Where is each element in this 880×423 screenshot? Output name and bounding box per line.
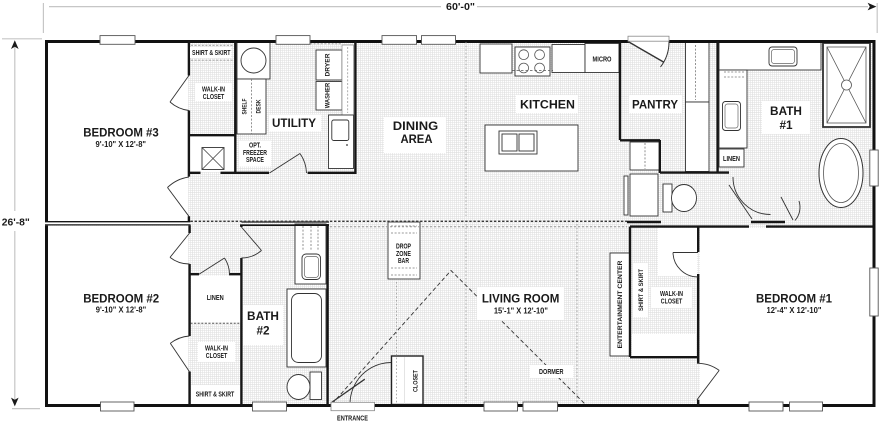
svg-text:SHIRT & SKIRT: SHIRT & SKIRT: [192, 50, 231, 57]
svg-text:BEDROOM #3: BEDROOM #3: [83, 125, 159, 139]
svg-text:DINING: DINING: [393, 119, 438, 133]
svg-text:DRYER: DRYER: [325, 53, 332, 76]
svg-text:WASHER: WASHER: [325, 82, 332, 108]
svg-text:SHIRT & SKIRT: SHIRT & SKIRT: [638, 269, 645, 311]
svg-text:60'-0": 60'-0": [446, 2, 475, 13]
svg-text:LINEN: LINEN: [207, 295, 224, 302]
svg-text:CLOSET: CLOSET: [203, 94, 225, 101]
svg-text:CLOSET: CLOSET: [206, 353, 228, 360]
svg-text:FREEZER: FREEZER: [243, 150, 267, 157]
svg-text:WALK-IN: WALK-IN: [205, 346, 228, 353]
svg-text:9'-10" X 12'-8": 9'-10" X 12'-8": [96, 139, 147, 149]
svg-text:26'-8": 26'-8": [2, 218, 30, 229]
svg-text:DESK: DESK: [256, 99, 263, 113]
svg-text:BAR: BAR: [398, 258, 409, 265]
svg-text:OPT.: OPT.: [249, 143, 261, 150]
svg-text:DORMER: DORMER: [539, 369, 564, 376]
svg-text:SHIRT & SKIRT: SHIRT & SKIRT: [196, 392, 235, 399]
svg-text:WALK-IN: WALK-IN: [660, 291, 683, 298]
svg-text:BEDROOM #2: BEDROOM #2: [83, 291, 159, 305]
svg-text:ZONE: ZONE: [396, 251, 411, 258]
svg-text:BATH: BATH: [770, 104, 802, 118]
svg-text:SHELF: SHELF: [242, 98, 249, 114]
svg-text:KITCHEN: KITCHEN: [520, 98, 575, 112]
svg-text:12'-4" X 12'-10": 12'-4" X 12'-10": [767, 305, 822, 315]
svg-text:ENTRANCE: ENTRANCE: [337, 415, 368, 422]
svg-text:BATH: BATH: [247, 309, 279, 323]
svg-text:CLOSET: CLOSET: [661, 298, 683, 305]
svg-text:CLOSET: CLOSET: [413, 370, 420, 392]
svg-text:9'-10" X 12'-8": 9'-10" X 12'-8": [96, 305, 147, 315]
svg-text:LINEN: LINEN: [723, 156, 740, 163]
svg-text:15'-1" X 12'-10": 15'-1" X 12'-10": [494, 306, 548, 316]
svg-text:#1: #1: [779, 118, 793, 132]
svg-text:UTILITY: UTILITY: [272, 118, 316, 130]
svg-text:DROP: DROP: [396, 244, 411, 251]
svg-text:ENTERTAINMENT CENTER: ENTERTAINMENT CENTER: [617, 260, 624, 348]
svg-text:SPACE: SPACE: [246, 157, 264, 164]
svg-text:LIVING ROOM: LIVING ROOM: [482, 291, 560, 305]
svg-text:#2: #2: [256, 324, 270, 338]
svg-text:WALK-IN: WALK-IN: [202, 87, 225, 94]
svg-text:PANTRY: PANTRY: [632, 98, 678, 112]
svg-text:MICRO: MICRO: [593, 57, 612, 64]
svg-text:BEDROOM #1: BEDROOM #1: [756, 291, 832, 305]
svg-text:AREA: AREA: [401, 132, 433, 146]
